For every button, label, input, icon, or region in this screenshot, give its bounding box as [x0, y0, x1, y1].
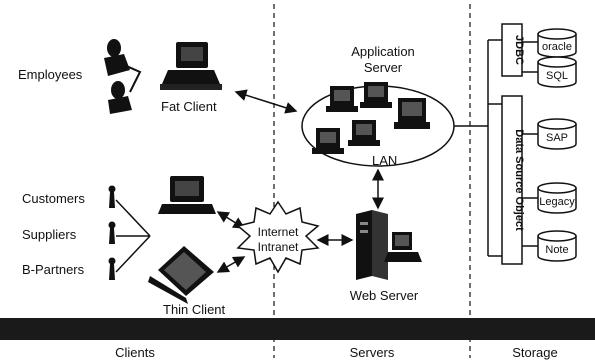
- sql-label: SQL: [546, 70, 568, 82]
- db-connectors: [522, 41, 538, 247]
- thin-client-label: Thin Client: [163, 302, 226, 317]
- sql-database-icon: [537, 56, 577, 88]
- jdbc-label: JDBC: [513, 35, 525, 65]
- intranet-label: Intranet: [258, 240, 299, 254]
- b-partners-label: B-Partners: [22, 262, 85, 277]
- note-label: Note: [545, 244, 568, 256]
- internet-intranet-burst: [236, 200, 320, 274]
- legacy-label: Legacy: [539, 196, 575, 208]
- fat-client-label: Fat Client: [161, 99, 217, 114]
- laptop-to-internet-arrow: [216, 256, 246, 273]
- sap-database-icon: [537, 118, 577, 150]
- app-server-computers-icon: [312, 82, 430, 154]
- web-server-icon: [356, 210, 422, 280]
- employees-icon: [104, 39, 142, 114]
- data-source-object-box: [501, 95, 523, 265]
- lan-label: LAN: [372, 153, 397, 168]
- fat-client-computer-icon: [160, 42, 222, 90]
- employees-label: Employees: [18, 67, 83, 82]
- oracle-database-icon: [537, 28, 577, 58]
- suppliers-label: Suppliers: [22, 227, 77, 242]
- web-server-label: Web Server: [350, 288, 419, 303]
- legacy-database-icon: [537, 182, 577, 214]
- footer-servers-label: Servers: [350, 345, 395, 360]
- desktop-computer-icon: [158, 176, 216, 214]
- note-database-icon: [537, 230, 577, 262]
- fat-client-to-app-server-arrow: [234, 89, 298, 114]
- jdbc-box: [501, 23, 523, 77]
- footer-clients-label: Clients: [115, 345, 155, 360]
- application-server-label-line2: Server: [364, 60, 403, 75]
- bottom-bar: [0, 318, 595, 340]
- application-server-label-line1: Application: [351, 44, 415, 59]
- sap-label: SAP: [546, 132, 568, 144]
- data-source-object-label: Data Source Object: [513, 129, 525, 231]
- external-users-icons: [108, 185, 151, 280]
- internet-label: Internet: [258, 225, 299, 239]
- laptop-icon: [148, 246, 214, 304]
- oracle-label: oracle: [542, 41, 572, 53]
- footer-storage-label: Storage: [512, 345, 558, 360]
- customers-label: Customers: [22, 191, 85, 206]
